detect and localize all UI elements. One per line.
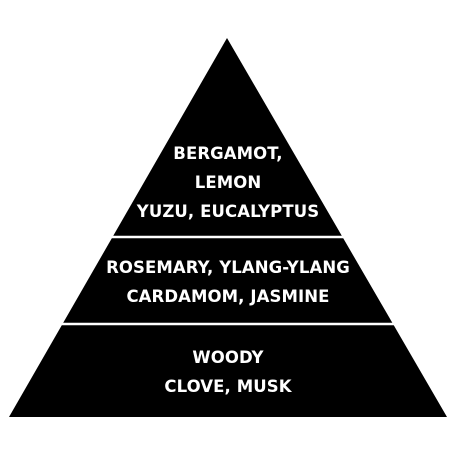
pyramid-shape bbox=[9, 38, 447, 417]
top-notes-line-1: BERGAMOT, bbox=[173, 144, 283, 163]
base-notes-line-1: WOODY bbox=[192, 348, 264, 367]
top-notes-line-2: LEMON bbox=[194, 173, 262, 192]
base-notes-tier: WOODY CLOVE, MUSK bbox=[0, 343, 456, 401]
top-notes-line-3: YUZU, EUCALYPTUS bbox=[136, 202, 320, 221]
base-notes-line-2: CLOVE, MUSK bbox=[164, 377, 292, 396]
heart-notes-tier: ROSEMARY, YLANG-YLANG CARDAMOM, JASMINE bbox=[0, 253, 456, 311]
heart-notes-line-2: CARDAMOM, JASMINE bbox=[126, 287, 330, 306]
heart-notes-line-1: ROSEMARY, YLANG-YLANG bbox=[106, 258, 350, 277]
top-notes-tier: BERGAMOT, LEMON YUZU, EUCALYPTUS bbox=[0, 139, 456, 226]
